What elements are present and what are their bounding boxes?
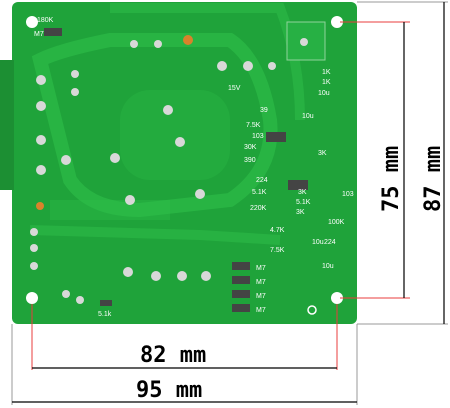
inner-width-label: 82 mm bbox=[140, 343, 206, 368]
silk-label: 3K bbox=[318, 150, 327, 157]
silk-label: 1K bbox=[322, 69, 331, 76]
silk-label: 5.1K bbox=[252, 189, 267, 196]
silk-label: 180K bbox=[37, 17, 54, 24]
inner-height-label: 75 mm bbox=[379, 146, 404, 212]
silk-label: 4.7K bbox=[270, 227, 285, 234]
silkscreen-labels: 180K M7 15V 1K 1K 10u 39 10u 7.5K 103 30… bbox=[34, 17, 354, 318]
silk-label: 10u bbox=[312, 239, 324, 246]
silk-label: M7 bbox=[34, 31, 44, 38]
silk-label: 100K bbox=[328, 219, 345, 226]
silk-label: M7 bbox=[256, 265, 266, 272]
outer-height-label: 87 mm bbox=[421, 146, 446, 212]
silk-label: 10u bbox=[302, 113, 314, 120]
silk-label: 220K bbox=[250, 205, 267, 212]
silk-label: 1K bbox=[322, 79, 331, 86]
silk-label: 7.5K bbox=[246, 122, 261, 129]
silk-label: 39 bbox=[260, 107, 268, 114]
silk-label: 3K bbox=[298, 189, 307, 196]
dimension-labels: 82 mm 95 mm 75 mm 87 mm bbox=[136, 146, 446, 403]
silk-label: 103 bbox=[342, 191, 354, 198]
pcb-board bbox=[0, 2, 357, 324]
silk-label: 3K bbox=[296, 209, 305, 216]
silk-label: M7 bbox=[256, 279, 266, 286]
silk-label: 5.1k bbox=[98, 311, 112, 318]
silk-label: 224 bbox=[256, 177, 268, 184]
outer-width-label: 95 mm bbox=[136, 378, 202, 403]
silk-label: 7.5K bbox=[270, 247, 285, 254]
silk-label: 390 bbox=[244, 157, 256, 164]
silk-label: 103 bbox=[252, 133, 264, 140]
silk-label: 30K bbox=[244, 144, 257, 151]
silk-label: M7 bbox=[256, 293, 266, 300]
silk-label: M7 bbox=[256, 307, 266, 314]
silk-label: 224 bbox=[324, 239, 336, 246]
silk-label: 5.1K bbox=[296, 199, 311, 206]
silk-label: 10u bbox=[318, 90, 330, 97]
silk-label: 15V bbox=[228, 85, 241, 92]
dimension-guides bbox=[11, 1, 448, 405]
silk-label: 10u bbox=[322, 263, 334, 270]
